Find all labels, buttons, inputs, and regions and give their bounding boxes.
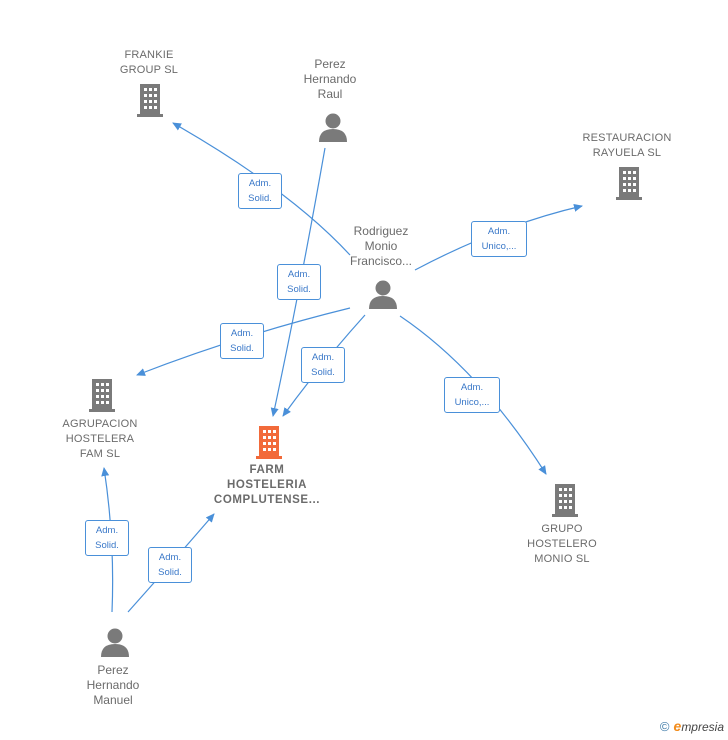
edge-label-adm-solid[interactable]: Adm. Solid.: [220, 323, 264, 359]
person-icon: [369, 280, 397, 309]
person-icon: [101, 628, 129, 657]
edge-label-adm-unico[interactable]: Adm. Unico,...: [471, 221, 527, 257]
copyright-icon: ©: [659, 718, 670, 734]
node-label-perez-hernando-manuel[interactable]: Perez Hernando Manuel: [86, 663, 140, 707]
edge-label-adm-solid[interactable]: Adm. Solid.: [148, 547, 192, 583]
building-icon: [552, 484, 578, 517]
node-label-perez-hernando-raul[interactable]: Perez Hernando Raul: [303, 57, 357, 101]
footer-brand: © empresia: [660, 718, 724, 734]
person-icon: [319, 113, 347, 142]
node-label-frankie-group[interactable]: FRANKIE GROUP SL: [119, 49, 179, 76]
building-icon: [616, 167, 642, 200]
edge-label-adm-solid[interactable]: Adm. Solid.: [85, 520, 129, 556]
brand-logo[interactable]: empresia: [673, 718, 724, 734]
building-icon: [137, 84, 163, 117]
edge-label-adm-solid[interactable]: Adm. Solid.: [277, 264, 321, 300]
node-label-rodriguez-monio[interactable]: Rodriguez Monio Francisco...: [349, 224, 412, 268]
node-label-restauracion-rayuela[interactable]: RESTAURACION RAYUELA SL: [582, 132, 672, 159]
node-label-farm-hosteleria[interactable]: FARM HOSTELERIA COMPLUTENSE...: [213, 464, 321, 506]
building-icon: [89, 379, 115, 412]
edge-label-adm-solid[interactable]: Adm. Solid.: [301, 347, 345, 383]
edge-label-adm-unico[interactable]: Adm. Unico,...: [444, 377, 500, 413]
building-icon-focus: [256, 426, 282, 459]
node-label-grupo-hostelero[interactable]: GRUPO HOSTELERO MONIO SL: [527, 523, 597, 565]
node-label-agrupacion-hostelera[interactable]: AGRUPACION HOSTELERA FAM SL: [62, 418, 138, 460]
edge-label-adm-solid[interactable]: Adm. Solid.: [238, 173, 282, 209]
